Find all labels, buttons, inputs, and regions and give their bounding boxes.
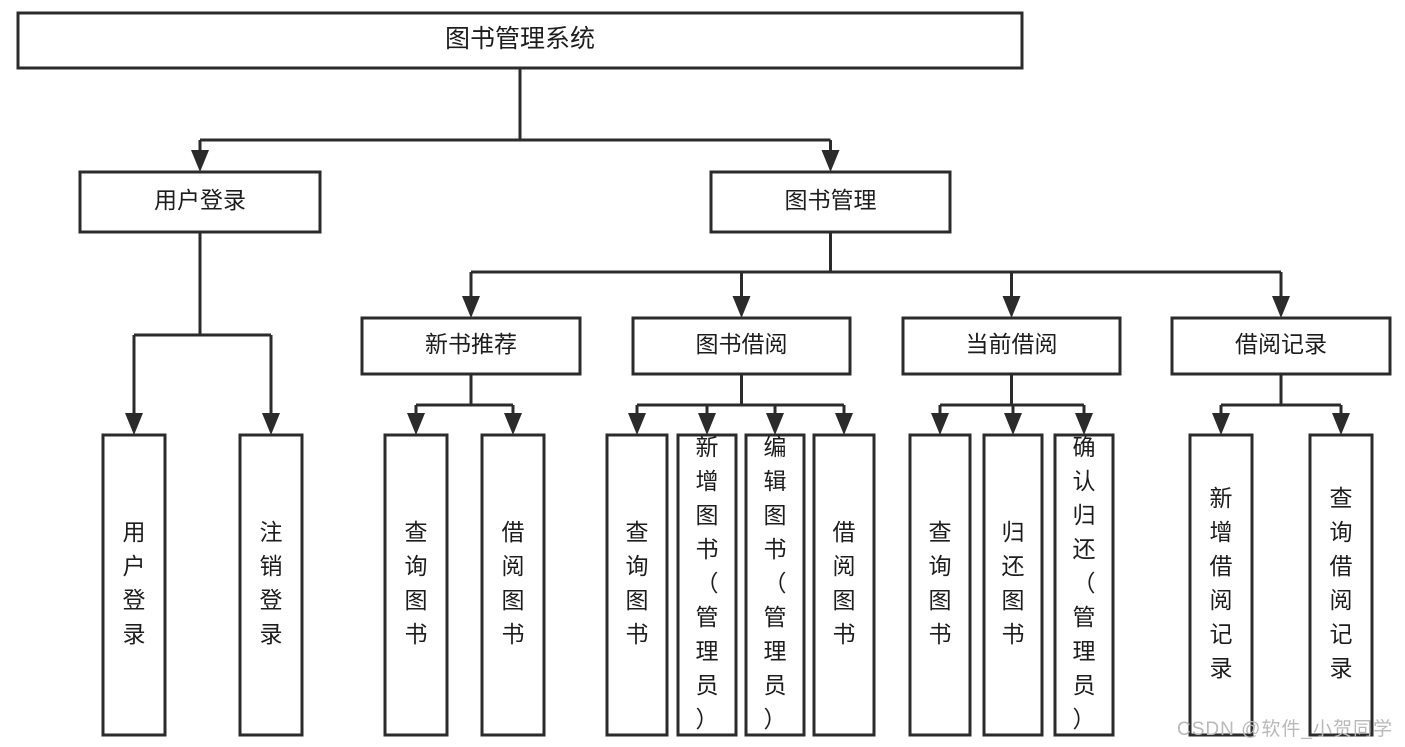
node-layer: 图书管理系统用户登录图书管理新书推荐图书借阅当前借阅借阅记录用户登录注销登录查询… (16, 11, 1392, 737)
node-level2-1-label: 图书管理 (785, 187, 877, 213)
node-leaf-7-label: 借阅图书 (833, 519, 856, 647)
arrow-to-leaf-borrow-0 (628, 413, 646, 435)
node-level3-1-label: 图书借阅 (696, 331, 788, 357)
node-level3-1[interactable]: 图书借阅 (631, 316, 852, 376)
node-level2-1-rect[interactable] (709, 170, 952, 234)
arrow-to-leaf-current-1 (1004, 413, 1022, 435)
node-root-rect[interactable] (16, 11, 1024, 70)
arrow-to-level3-3 (1272, 296, 1290, 318)
node-leaf-10[interactable]: 确认归还（管理员） (1053, 433, 1115, 737)
node-leaf-6-label: 编辑图书（管理员） (764, 434, 787, 732)
node-root[interactable]: 图书管理系统 (16, 11, 1024, 70)
node-leaf-11-label: 新增借阅记录 (1210, 485, 1233, 681)
node-leaf-3-label: 借阅图书 (502, 519, 525, 647)
arrow-to-level3-0 (462, 296, 480, 318)
node-leaf-2[interactable]: 查询图书 (383, 433, 449, 737)
arrow-to-level2-0 (191, 150, 209, 172)
node-leaf-7-rect[interactable] (812, 433, 876, 737)
node-leaf-5[interactable]: 新增图书（管理员） (676, 433, 738, 737)
node-leaf-4-rect[interactable] (605, 433, 669, 737)
node-level2-0-label: 用户登录 (154, 187, 246, 213)
node-leaf-11-rect[interactable] (1188, 433, 1254, 737)
node-level3-0[interactable]: 新书推荐 (360, 316, 582, 376)
node-leaf-8-rect[interactable] (908, 433, 972, 737)
node-leaf-12-rect[interactable] (1308, 433, 1374, 737)
node-level2-0[interactable]: 用户登录 (78, 170, 322, 234)
arrow-to-leaf-newbook-1 (504, 413, 522, 435)
node-leaf-8[interactable]: 查询图书 (908, 433, 972, 737)
arrow-to-leaf-borrow-2 (766, 413, 784, 435)
node-leaf-0-label: 用户登录 (123, 519, 146, 647)
node-level3-3-rect[interactable] (1170, 316, 1392, 376)
node-leaf-10-label: 确认归还（管理员） (1073, 434, 1096, 732)
arrow-to-leaf-current-0 (931, 413, 949, 435)
node-leaf-7[interactable]: 借阅图书 (812, 433, 876, 737)
arrow-to-leaf-records-0 (1212, 413, 1230, 435)
node-leaf-3-rect[interactable] (480, 433, 546, 737)
arrow-to-leaf-borrow-3 (835, 413, 853, 435)
node-level2-0-rect[interactable] (78, 170, 322, 234)
arrow-to-level3-2 (1002, 296, 1021, 318)
node-leaf-10-rect[interactable] (1053, 433, 1115, 737)
node-level3-2-label: 当前借阅 (966, 331, 1058, 357)
node-leaf-12[interactable]: 查询借阅记录 (1308, 433, 1374, 737)
node-leaf-6-rect[interactable] (744, 433, 806, 737)
arrow-to-leaf-login-0 (125, 413, 143, 435)
node-level3-0-rect[interactable] (360, 316, 582, 376)
node-leaf-9-rect[interactable] (982, 433, 1044, 737)
node-leaf-1-label: 注销登录 (260, 519, 283, 647)
node-leaf-2-label: 查询图书 (405, 519, 428, 647)
node-leaf-1[interactable]: 注销登录 (238, 433, 304, 737)
node-level3-3[interactable]: 借阅记录 (1170, 316, 1392, 376)
arrow-to-level2-1 (821, 150, 840, 172)
node-leaf-5-label: 新增图书（管理员） (696, 434, 719, 732)
node-leaf-12-label: 查询借阅记录 (1330, 485, 1353, 681)
watermark-text: CSDN @软件_小贺同学 (1177, 719, 1393, 740)
node-level3-1-rect[interactable] (631, 316, 852, 376)
node-leaf-0[interactable]: 用户登录 (101, 433, 167, 737)
arrow-to-level3-1 (732, 296, 751, 318)
node-leaf-11[interactable]: 新增借阅记录 (1188, 433, 1254, 737)
arrow-to-leaf-current-2 (1075, 413, 1093, 435)
node-level2-1[interactable]: 图书管理 (709, 170, 952, 234)
node-leaf-0-rect[interactable] (101, 433, 167, 737)
node-level3-2[interactable]: 当前借阅 (901, 316, 1122, 376)
node-leaf-9[interactable]: 归还图书 (982, 433, 1044, 737)
node-level3-0-label: 新书推荐 (425, 331, 517, 357)
node-leaf-8-label: 查询图书 (929, 519, 952, 647)
node-level3-3-label: 借阅记录 (1235, 331, 1327, 357)
arrow-to-leaf-login-1 (262, 413, 280, 435)
node-level3-2-rect[interactable] (901, 316, 1122, 376)
node-leaf-3[interactable]: 借阅图书 (480, 433, 546, 737)
arrow-to-leaf-records-1 (1332, 413, 1350, 435)
arrow-to-leaf-borrow-1 (698, 413, 716, 435)
arrow-to-leaf-newbook-0 (407, 413, 425, 435)
node-root-label: 图书管理系统 (445, 25, 595, 53)
node-leaf-9-label: 归还图书 (1002, 519, 1025, 647)
node-leaf-6[interactable]: 编辑图书（管理员） (744, 433, 806, 737)
node-leaf-4[interactable]: 查询图书 (605, 433, 669, 737)
node-leaf-5-rect[interactable] (676, 433, 738, 737)
node-leaf-2-rect[interactable] (383, 433, 449, 737)
node-leaf-1-rect[interactable] (238, 433, 304, 737)
node-leaf-4-label: 查询图书 (626, 519, 649, 647)
connector-layer (125, 68, 1350, 435)
